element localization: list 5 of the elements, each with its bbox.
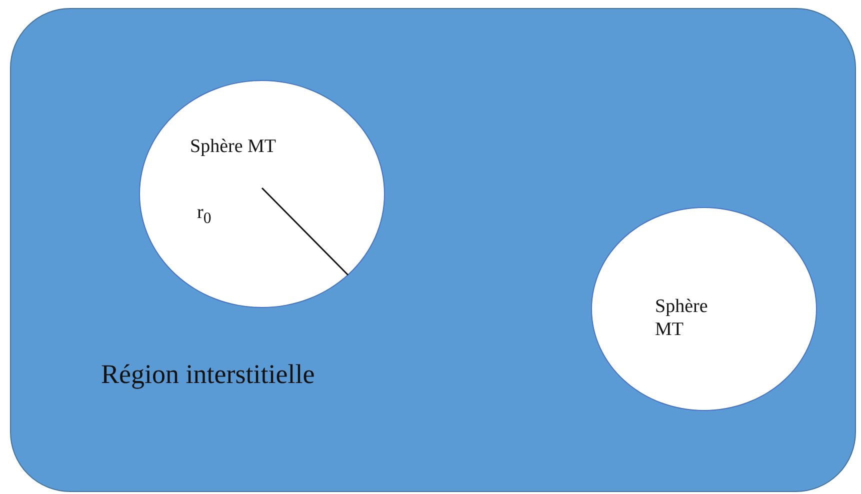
radius-label: r$_{0}$: [197, 202, 212, 229]
region-label: Région interstitielle: [101, 358, 316, 390]
sphere-label: Sphère MT: [190, 136, 278, 159]
sphere-label: Sphère MT: [655, 296, 709, 342]
region-background: [10, 8, 856, 492]
